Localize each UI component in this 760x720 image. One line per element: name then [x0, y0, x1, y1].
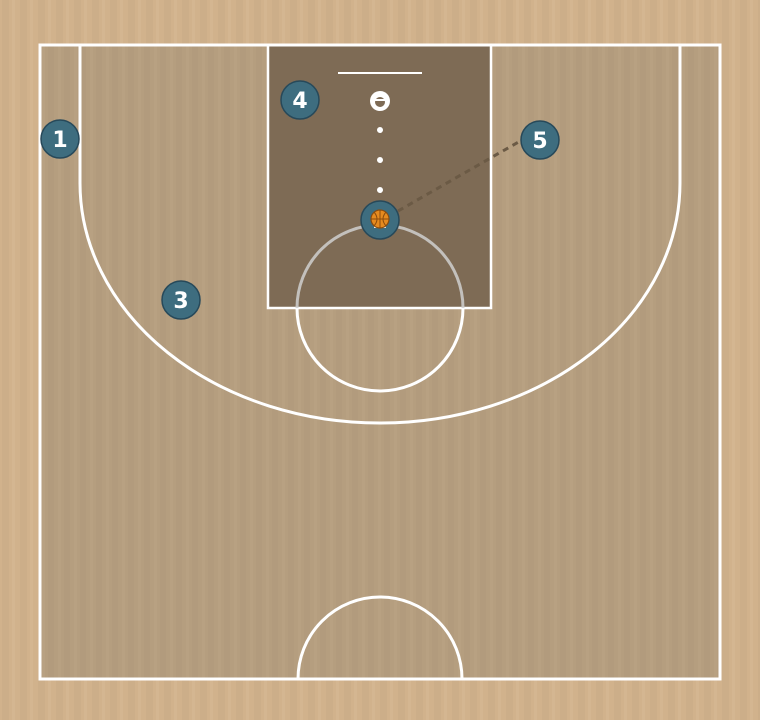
- free-throw-circle-outer: [295, 307, 465, 393]
- player-3[interactable]: 3: [161, 280, 201, 320]
- pass-line: [397, 138, 523, 213]
- player-1[interactable]: 1: [40, 119, 80, 159]
- basket-icon: [370, 91, 390, 111]
- player-5-label: 5: [532, 129, 547, 154]
- three-point-line: [78, 45, 682, 425]
- basketball-icon: [370, 209, 390, 229]
- court-lines: [38, 43, 722, 681]
- player-1-label: 1: [52, 128, 67, 153]
- lane-lines: [266, 43, 493, 310]
- player-4[interactable]: 4: [280, 80, 320, 120]
- player-3-label: 3: [173, 289, 188, 314]
- dribble-path: [377, 127, 383, 193]
- player-5[interactable]: 5: [520, 120, 560, 160]
- center-circle: [296, 595, 464, 680]
- player-2[interactable]: 2: [360, 200, 400, 240]
- player-4-label: 4: [292, 89, 307, 114]
